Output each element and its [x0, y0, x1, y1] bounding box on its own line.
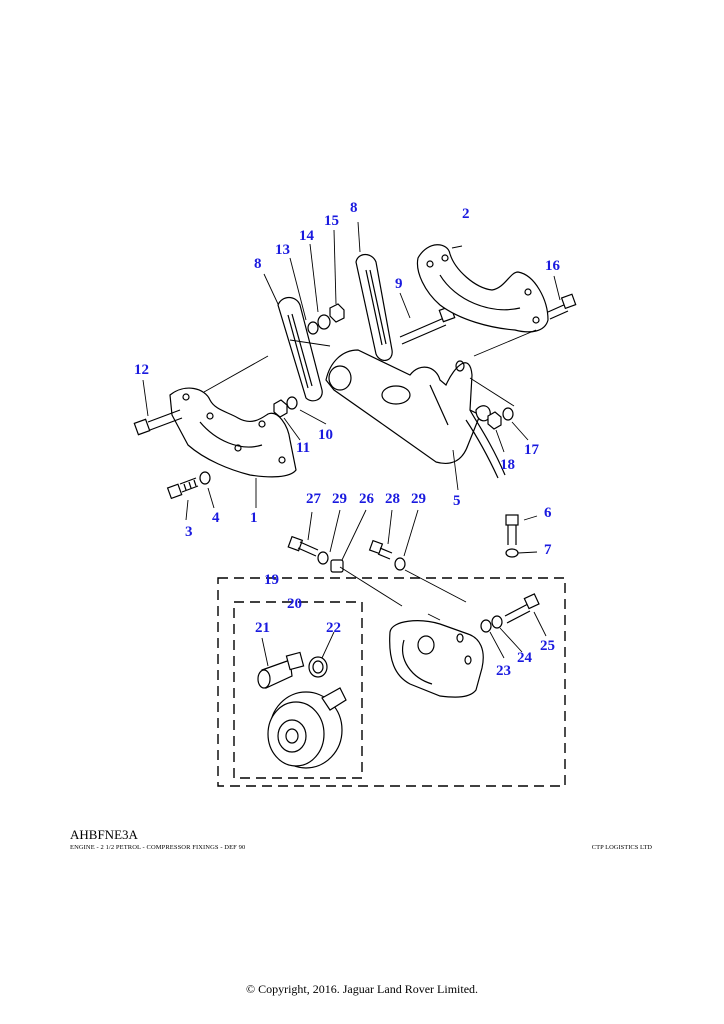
diagram-caption: ENGINE - 2 1/2 PETROL - COMPRESSOR FIXIN… — [70, 844, 246, 851]
fixings-17-18 — [487, 407, 514, 430]
bolt-9 — [399, 305, 456, 345]
callout-23[interactable]: 23 — [496, 663, 511, 679]
callout-27[interactable]: 27 — [306, 491, 321, 507]
callout-4[interactable]: 4 — [212, 510, 220, 526]
callout-3[interactable]: 3 — [185, 524, 193, 540]
callout-9[interactable]: 9 — [395, 276, 403, 292]
callout-18[interactable]: 18 — [500, 457, 515, 473]
company-name: CTP LOGISTICS LTD — [591, 844, 652, 851]
fixings-26-29 — [287, 535, 406, 573]
callout-6[interactable]: 6 — [544, 505, 552, 521]
callout-20[interactable]: 20 — [287, 596, 302, 612]
callout-29-right[interactable]: 29 — [411, 491, 426, 507]
compressor-housing — [389, 620, 484, 698]
left-mounting-bracket — [169, 387, 297, 478]
callout-8-left[interactable]: 8 — [254, 256, 262, 272]
callout-17[interactable]: 17 — [524, 442, 539, 458]
fixings-13-15 — [307, 303, 345, 335]
callout-2[interactable]: 2 — [462, 206, 470, 222]
bolt-12 — [133, 409, 183, 436]
callout-7[interactable]: 7 — [544, 542, 552, 558]
callout-10[interactable]: 10 — [318, 427, 333, 443]
pulley — [267, 687, 347, 769]
callout-25[interactable]: 25 — [540, 638, 555, 654]
callout-5[interactable]: 5 — [453, 493, 461, 509]
fixings-23-25 — [480, 593, 540, 633]
right-mounting-bracket — [416, 244, 549, 333]
callout-29-left[interactable]: 29 — [332, 491, 347, 507]
bolt-16 — [547, 293, 577, 320]
assembly-19-outline — [217, 577, 566, 787]
seal-22 — [308, 656, 328, 678]
main-cradle-bracket — [325, 349, 506, 479]
callout-14[interactable]: 14 — [299, 228, 314, 244]
fixings-10-11 — [273, 396, 298, 418]
callout-24[interactable]: 24 — [517, 650, 532, 666]
callout-1[interactable]: 1 — [250, 510, 258, 526]
callout-19[interactable]: 19 — [264, 572, 279, 588]
bolt-3 — [166, 477, 199, 500]
callout-15[interactable]: 15 — [324, 213, 339, 229]
drawing-code: AHBFNE3A — [70, 827, 138, 842]
washer-4 — [199, 471, 211, 485]
callout-8-right[interactable]: 8 — [350, 200, 358, 216]
slotted-link-left — [277, 296, 323, 402]
callout-22[interactable]: 22 — [326, 620, 341, 636]
callout-21[interactable]: 21 — [255, 620, 270, 636]
callout-11[interactable]: 11 — [296, 440, 311, 456]
callout-13[interactable]: 13 — [275, 242, 290, 258]
assembly-20-outline — [233, 601, 363, 779]
slotted-link-right — [355, 253, 393, 361]
callout-26[interactable]: 26 — [359, 491, 374, 507]
callout-28[interactable]: 28 — [385, 491, 400, 507]
washer-7 — [505, 548, 519, 558]
bolt-6 — [505, 514, 519, 545]
callout-12[interactable]: 12 — [134, 362, 149, 378]
copyright-notice: © Copyright, 2016. Jaguar Land Rover Lim… — [245, 982, 479, 996]
leader-lines — [142, 221, 561, 667]
callout-16[interactable]: 16 — [545, 258, 560, 274]
shaft-21 — [257, 651, 305, 689]
